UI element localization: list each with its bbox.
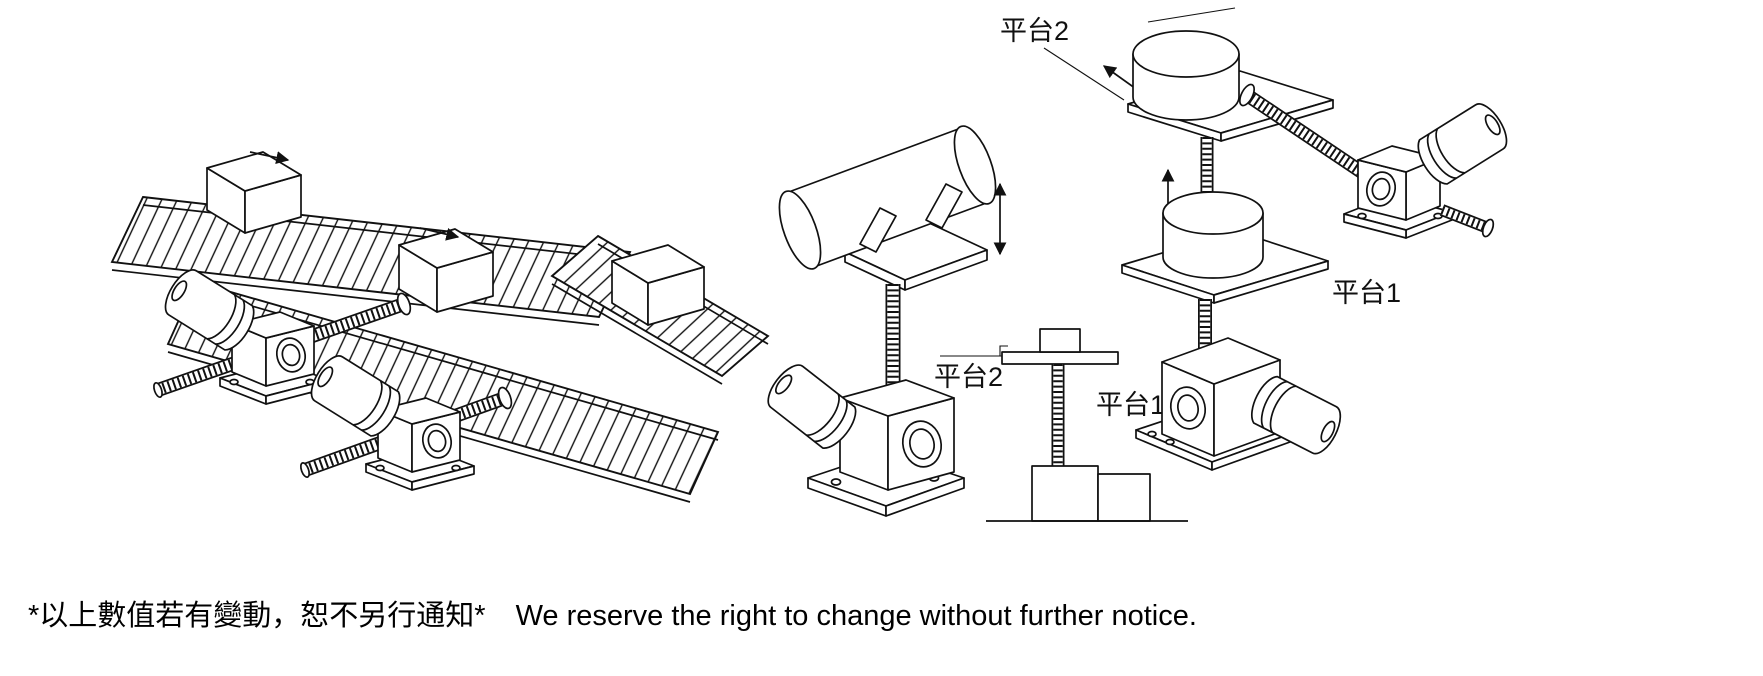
base-block [1031, 465, 1099, 522]
conveyor-transfer-figure [110, 151, 770, 503]
gearbox [839, 379, 955, 491]
bolt-hole [1165, 438, 1175, 446]
platform-schematic-figure: 平台2 平台1 [934, 328, 1188, 522]
dimension-line [1147, 7, 1236, 23]
travel-arrow [419, 227, 460, 241]
carton-box [398, 228, 494, 313]
pipe-lift-figure [760, 125, 1007, 517]
footer-notice-en: We reserve the right to change without f… [515, 600, 1197, 632]
screw-jack-unit [1135, 337, 1348, 471]
slide-block [1039, 328, 1081, 353]
saddle-cleat [925, 183, 963, 229]
drum-load [1132, 30, 1240, 121]
screw-jack-unit [1344, 98, 1513, 238]
screw-tail-cap [153, 381, 163, 399]
footer-notice-zh: *以上數值若有變動，恕不另行通知* [28, 600, 486, 632]
screw-tail-cap [299, 462, 311, 478]
drum-load [1162, 191, 1264, 279]
two-stage-lift-figure: 平台2 [1000, 7, 1513, 471]
platform1-label: 平台1 [1332, 278, 1401, 308]
horizontal-drive-screw [1238, 83, 1382, 189]
base-block [1097, 473, 1151, 522]
screw-collar [1238, 83, 1256, 107]
pipe-cylinder [778, 125, 997, 270]
bolt-hole [1147, 430, 1157, 438]
screw-collar [497, 386, 513, 410]
platform2-plate [1001, 351, 1119, 365]
carton-box [611, 244, 705, 326]
bearing-boss-inner [909, 428, 935, 460]
saddle-cleat [859, 207, 897, 253]
screw-collar [396, 292, 412, 316]
platform1-label: 平台1 [1096, 390, 1165, 420]
v-saddle-platform [844, 221, 988, 291]
shaft-stub [1439, 204, 1495, 238]
bolt-hole [830, 478, 842, 486]
leader-corner [999, 345, 1008, 356]
platform2-label: 平台2 [934, 362, 1003, 392]
gearbox-top-face [1161, 337, 1281, 385]
bearing-boss-inner [1177, 394, 1199, 422]
footer-notice: *以上數值若有變動，恕不另行通知* We reserve the right to… [28, 592, 1197, 634]
leader-line [1043, 47, 1125, 101]
travel-arrow [249, 151, 290, 164]
platform2-label: 平台2 [1000, 16, 1069, 46]
